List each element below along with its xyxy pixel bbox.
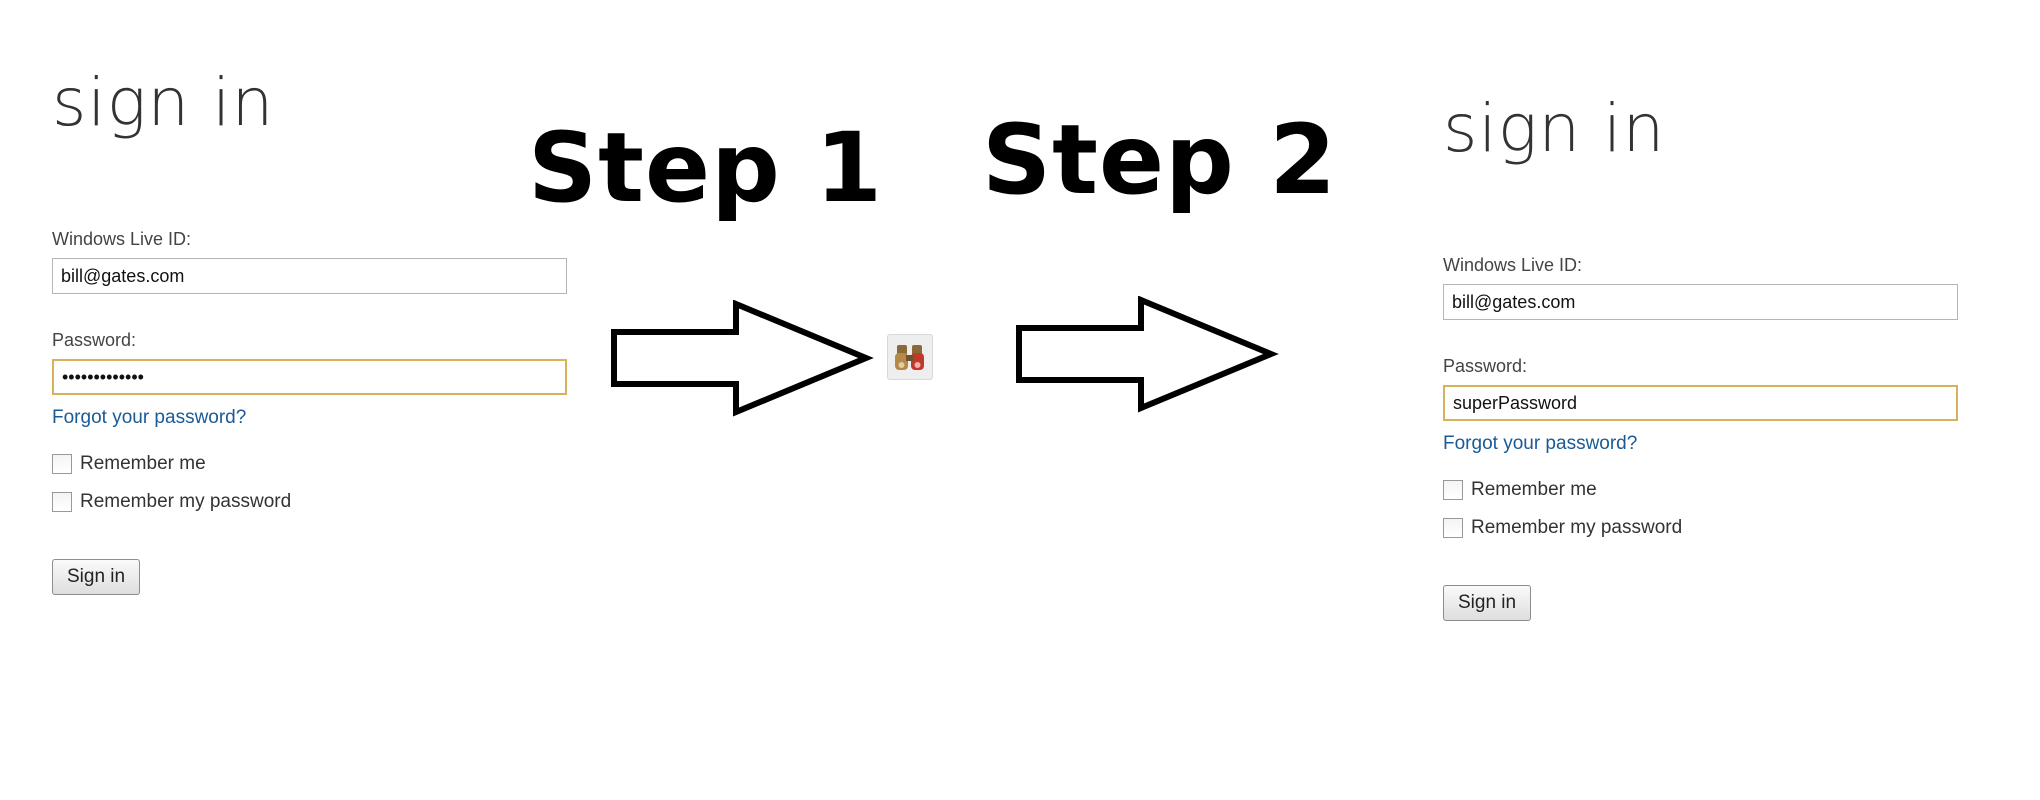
password-input-revealed[interactable] [1443,385,1958,421]
page-title: sign in [1443,90,1666,167]
remember-me-checkbox[interactable] [1443,480,1463,500]
remember-me-row[interactable]: Remember me [52,453,592,475]
signin-form-before: sign in Windows Live ID: Password: Forgo… [52,70,592,595]
remember-password-row[interactable]: Remember my password [1443,517,1983,539]
password-label: Password: [1443,356,1528,376]
remember-me-label: Remember me [80,453,206,474]
sign-in-button[interactable]: Sign in [52,559,141,595]
remember-password-label: Remember my password [80,491,292,512]
remember-me-label: Remember me [1471,479,1597,500]
remember-password-checkbox[interactable] [52,492,72,512]
sign-in-button[interactable]: Sign in [1443,585,1532,621]
signin-form-after: sign in Windows Live ID: Password: Forgo… [1443,96,1983,621]
password-label: Password: [52,330,137,350]
right-arrow-icon [611,300,874,417]
live-id-label: Windows Live ID: [1443,255,1583,275]
binoculars-icon[interactable] [887,334,933,380]
page-title: sign in [52,64,275,141]
remember-password-row[interactable]: Remember my password [52,491,592,513]
step-1-heading: Step 1 [528,112,884,224]
step-2-heading: Step 2 [982,104,1338,216]
password-input-masked[interactable] [52,359,567,395]
remember-me-row[interactable]: Remember me [1443,479,1983,501]
live-id-input[interactable] [1443,284,1958,320]
live-id-input[interactable] [52,258,567,294]
live-id-label: Windows Live ID: [52,229,192,249]
remember-me-checkbox[interactable] [52,454,72,474]
remember-password-checkbox[interactable] [1443,518,1463,538]
forgot-password-link[interactable]: Forgot your password? [1443,433,1638,454]
right-arrow-icon [1016,296,1279,413]
remember-password-label: Remember my password [1471,517,1683,538]
forgot-password-link[interactable]: Forgot your password? [52,407,247,428]
